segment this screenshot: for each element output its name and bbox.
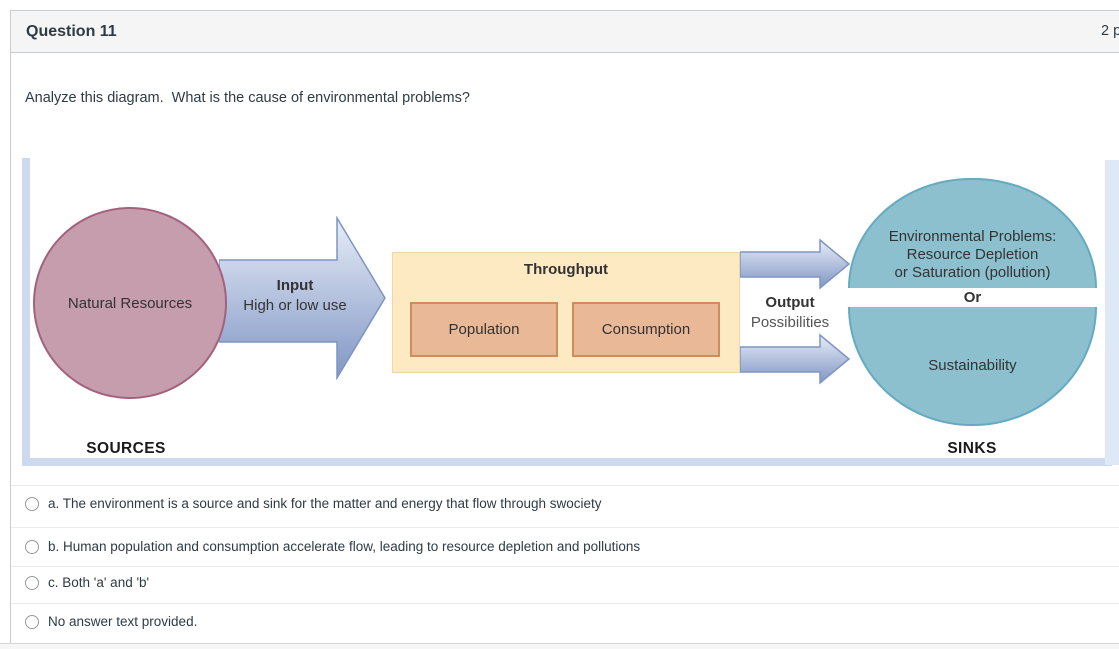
question-title: Question 11 — [26, 23, 117, 40]
output-subtitle: Possibilities — [750, 314, 830, 331]
question-text: Analyze this diagram. What is the cause … — [25, 90, 470, 106]
sustainability-half-circle: Sustainability — [848, 307, 1097, 426]
consumption-label: Consumption — [601, 321, 691, 338]
sink-top-line3: or Saturation (pollution) — [894, 264, 1051, 281]
answer-divider — [11, 485, 1119, 486]
population-box: Population — [410, 302, 558, 357]
answer-option-b[interactable]: b. Human population and consumption acce… — [48, 539, 641, 554]
environmental-problems-half-circle: Environmental Problems: Resource Depleti… — [848, 178, 1097, 288]
sinks-label: SINKS — [947, 440, 997, 457]
input-arrow-icon — [219, 216, 386, 380]
output-label: Output Possibilities — [730, 293, 850, 333]
radio-option-a[interactable] — [25, 497, 39, 511]
page-footer-strip — [0, 643, 1119, 649]
sink-top-line2: Resource Depletion — [906, 246, 1039, 263]
sink-top-line1: Environmental Problems: — [888, 228, 1057, 245]
diagram-frame-bottom — [22, 458, 1112, 466]
question-points: 2 p — [1101, 23, 1119, 39]
sources-label: SOURCES — [86, 440, 166, 457]
population-label: Population — [448, 321, 520, 338]
question-header: Question 11 2 p — [10, 10, 1119, 53]
answer-option-no-answer[interactable]: No answer text provided. — [48, 614, 198, 629]
throughput-title: Throughput — [523, 261, 609, 278]
output-arrow-top-icon — [740, 238, 851, 290]
input-label: Input High or low use — [225, 276, 365, 316]
natural-resources-label: Natural Resources — [67, 294, 193, 312]
radio-option-b[interactable] — [25, 540, 39, 554]
radio-option-c[interactable] — [25, 576, 39, 590]
environment-flow-diagram: Natural Resources Input High or low use … — [0, 150, 1119, 466]
answer-divider — [11, 566, 1119, 567]
sustainability-label: Sustainability — [928, 357, 1017, 374]
or-label: Or — [963, 289, 982, 306]
answer-option-a[interactable]: a. The environment is a source and sink … — [48, 496, 602, 511]
consumption-box: Consumption — [572, 302, 720, 357]
answer-divider — [11, 603, 1119, 604]
diagram-frame-left — [22, 158, 30, 464]
answer-option-c[interactable]: c. Both 'a' and 'b' — [48, 575, 150, 590]
natural-resources-circle: Natural Resources — [33, 207, 227, 399]
input-title: Input — [276, 277, 314, 294]
radio-option-no-answer[interactable] — [25, 615, 39, 629]
input-subtitle: High or low use — [243, 297, 347, 314]
diagram-frame-right — [1105, 160, 1119, 465]
output-arrow-bottom-icon — [740, 333, 851, 385]
output-title: Output — [765, 294, 815, 311]
answer-divider — [11, 527, 1119, 528]
